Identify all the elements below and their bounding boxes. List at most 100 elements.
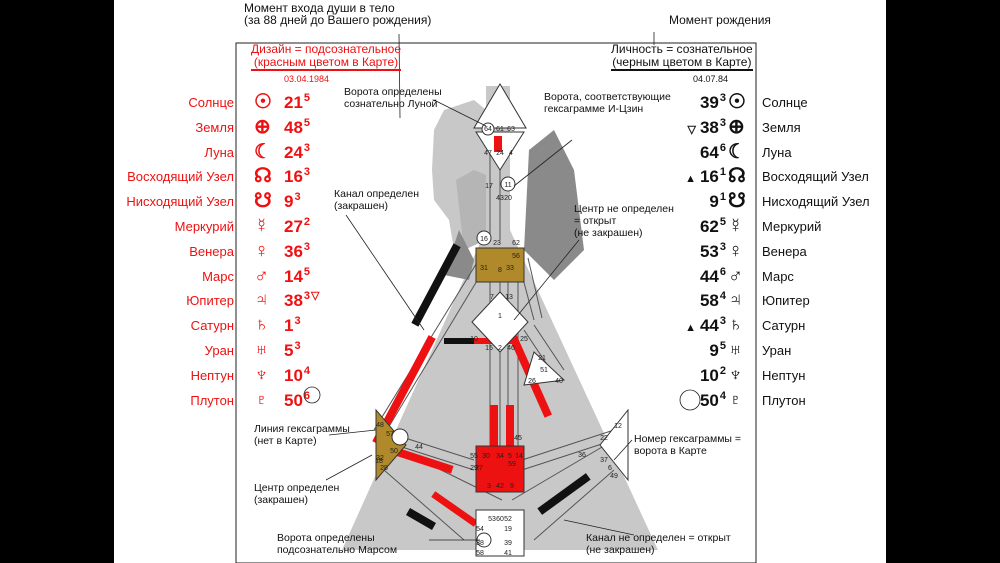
mars-icon: ♂ [254, 264, 269, 287]
personality-gate-value: 584 [699, 290, 726, 311]
design-gate: 14 [284, 266, 303, 286]
mercury-icon: ☿ [728, 215, 743, 237]
head-center [473, 83, 527, 129]
design-line: 5 [303, 265, 311, 278]
gate-number: 63 [507, 126, 515, 133]
gate-number: 44 [415, 444, 423, 451]
personality-planet-name: Нисходящий Узел [762, 194, 870, 210]
gate-number: 53 [488, 516, 496, 523]
hair-shape [524, 130, 584, 280]
sacral-center-defined [475, 445, 525, 493]
g-center-undefined [471, 291, 529, 353]
personality-planet-name: Восходящий Узел [762, 169, 869, 185]
design-planet-name: Плутон [190, 392, 234, 408]
gate-number: 43 [496, 195, 504, 202]
gate-number: 51 [540, 367, 548, 374]
spleen-center-defined [375, 408, 407, 482]
design-gate: 9 [284, 192, 294, 212]
gate-number: 48 [376, 422, 384, 429]
south-node-icon: ☋ [728, 190, 746, 213]
annotation-hexagram-number: Номер гексаграммы =ворота в Карте [634, 433, 742, 457]
moon-icon: ☾ [254, 140, 272, 163]
gate-number: 31 [480, 265, 488, 272]
south-node-icon: ☋ [254, 190, 272, 213]
exaltation-mark: ▲ [685, 173, 696, 186]
mercury-icon: ☿ [254, 215, 269, 237]
personality-planet-name: Сатурн [762, 318, 806, 334]
gate-number: 4 [509, 150, 513, 157]
gate-number: 1 [498, 313, 502, 320]
gate-number: 24 [496, 150, 504, 157]
gate-number: 60 [496, 516, 504, 523]
gate-number: 21 [538, 355, 546, 362]
design-planet-name: Уран [204, 343, 234, 358]
design-gate-value: 215 [284, 92, 311, 113]
personality-line: 3 [719, 240, 726, 253]
personality-line: 4 [719, 389, 726, 402]
pluto-icon: ♇ [728, 388, 743, 411]
design-line: 5 [303, 92, 311, 104]
design-planet-name: Восходящий Узел [127, 169, 234, 185]
gate-number: 54 [476, 526, 484, 533]
gate-number: 29 [470, 465, 478, 472]
personality-planet-name: Юпитер [762, 293, 810, 309]
gate-number: 3 [487, 483, 491, 490]
personality-gate-value: ▲161 [685, 166, 726, 187]
personality-date: 04.07.84 [693, 74, 729, 84]
personality-line: 6 [719, 265, 726, 278]
personality-gate-value: 102 [700, 364, 726, 386]
design-line: 3 [294, 191, 301, 204]
personality-gate: 50 [699, 390, 719, 410]
personality-line: 1 [719, 166, 726, 179]
annotation-center-undefined: Центр не определен= открыт(не закрашен) [574, 203, 674, 239]
design-gate: 21 [284, 93, 303, 112]
personality-gate: 44 [699, 316, 719, 336]
design-gate: 16 [284, 167, 303, 187]
personality-gate-value: ▽383 [687, 116, 726, 138]
annotation-channel-undefined: Канал не определен = открыт(не закрашен) [586, 532, 731, 556]
personality-line: 3 [719, 116, 726, 129]
design-planet-name: Сатурн [190, 318, 234, 334]
design-gate-value: 53 [284, 340, 301, 361]
personality-line: 2 [719, 364, 726, 377]
throat-center-defined [475, 247, 525, 283]
gate-44-circle [391, 428, 409, 446]
gate-number: 28 [380, 465, 388, 472]
gate-number: 64 [484, 126, 492, 133]
design-line: 5 [303, 116, 311, 129]
exaltation-mark: ▽ [687, 123, 696, 136]
design-line: 2 [303, 216, 311, 228]
gate-number: 30 [482, 453, 490, 460]
gate-number: 38 [476, 540, 484, 547]
gate-number: 16 [480, 236, 488, 243]
personality-gate-value: 95 [709, 340, 726, 361]
personality-gate-value: 393 [700, 92, 726, 113]
design-gate-value: 145 [284, 265, 311, 287]
venus-icon: ♀ [728, 239, 743, 262]
personality-gate: 58 [699, 291, 719, 311]
design-planet-name: Меркурий [174, 219, 234, 234]
gate-number: 8 [498, 267, 502, 274]
personality-line: 1 [719, 191, 726, 204]
personality-gate-value: 446 [700, 265, 726, 287]
design-gate-value: 485 [284, 116, 311, 138]
gate-number: 10 [470, 336, 478, 343]
gate-number: 36 [578, 452, 586, 459]
personality-gate-value: 504 [699, 389, 726, 411]
design-gate: 36 [284, 241, 303, 261]
design-line: 6 [303, 389, 311, 402]
uranus-icon: ♅ [728, 339, 743, 361]
gate-number: 47 [484, 150, 492, 157]
design-gate-value: 163 [284, 166, 310, 187]
gate-number: 61 [496, 126, 504, 133]
gate-number: 46 [507, 345, 515, 352]
saturn-icon: ♄ [254, 314, 269, 337]
personality-gate-value: 646 [700, 142, 726, 163]
gate-number: 25 [520, 336, 528, 343]
design-gate: 24 [284, 142, 303, 162]
gate-number: 50 [390, 448, 398, 455]
